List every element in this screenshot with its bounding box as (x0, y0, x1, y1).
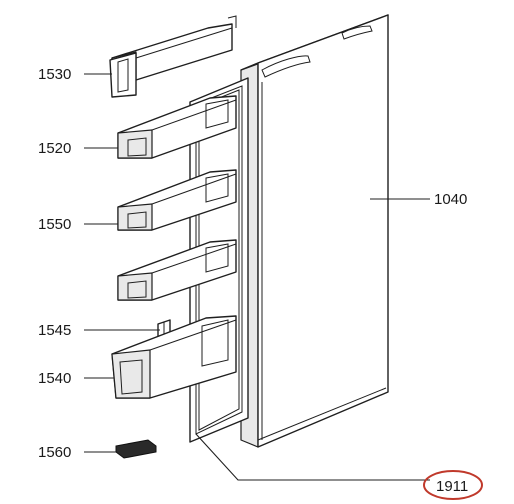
leader-lines (84, 73, 430, 481)
door-panel (240, 14, 389, 448)
label-1560: 1560 (38, 444, 71, 461)
label-1911: 1911 (436, 478, 468, 495)
label-1550: 1550 (38, 216, 71, 233)
shelf-1540 (111, 315, 237, 399)
label-1040: 1040 (434, 191, 467, 208)
hinge-cover-1560 (115, 439, 157, 459)
shelf-1520 (117, 95, 237, 159)
shelf-1550 (117, 169, 237, 231)
shelf-1530 (109, 15, 237, 98)
highlight-ring (423, 470, 483, 500)
label-1520: 1520 (38, 140, 71, 157)
part-labels: 1530 1520 1550 1545 1540 1560 1040 1911 (38, 66, 468, 495)
label-1545: 1545 (38, 322, 71, 339)
shelf-middle (117, 239, 237, 301)
label-1540: 1540 (38, 370, 71, 387)
label-1530: 1530 (38, 66, 71, 83)
